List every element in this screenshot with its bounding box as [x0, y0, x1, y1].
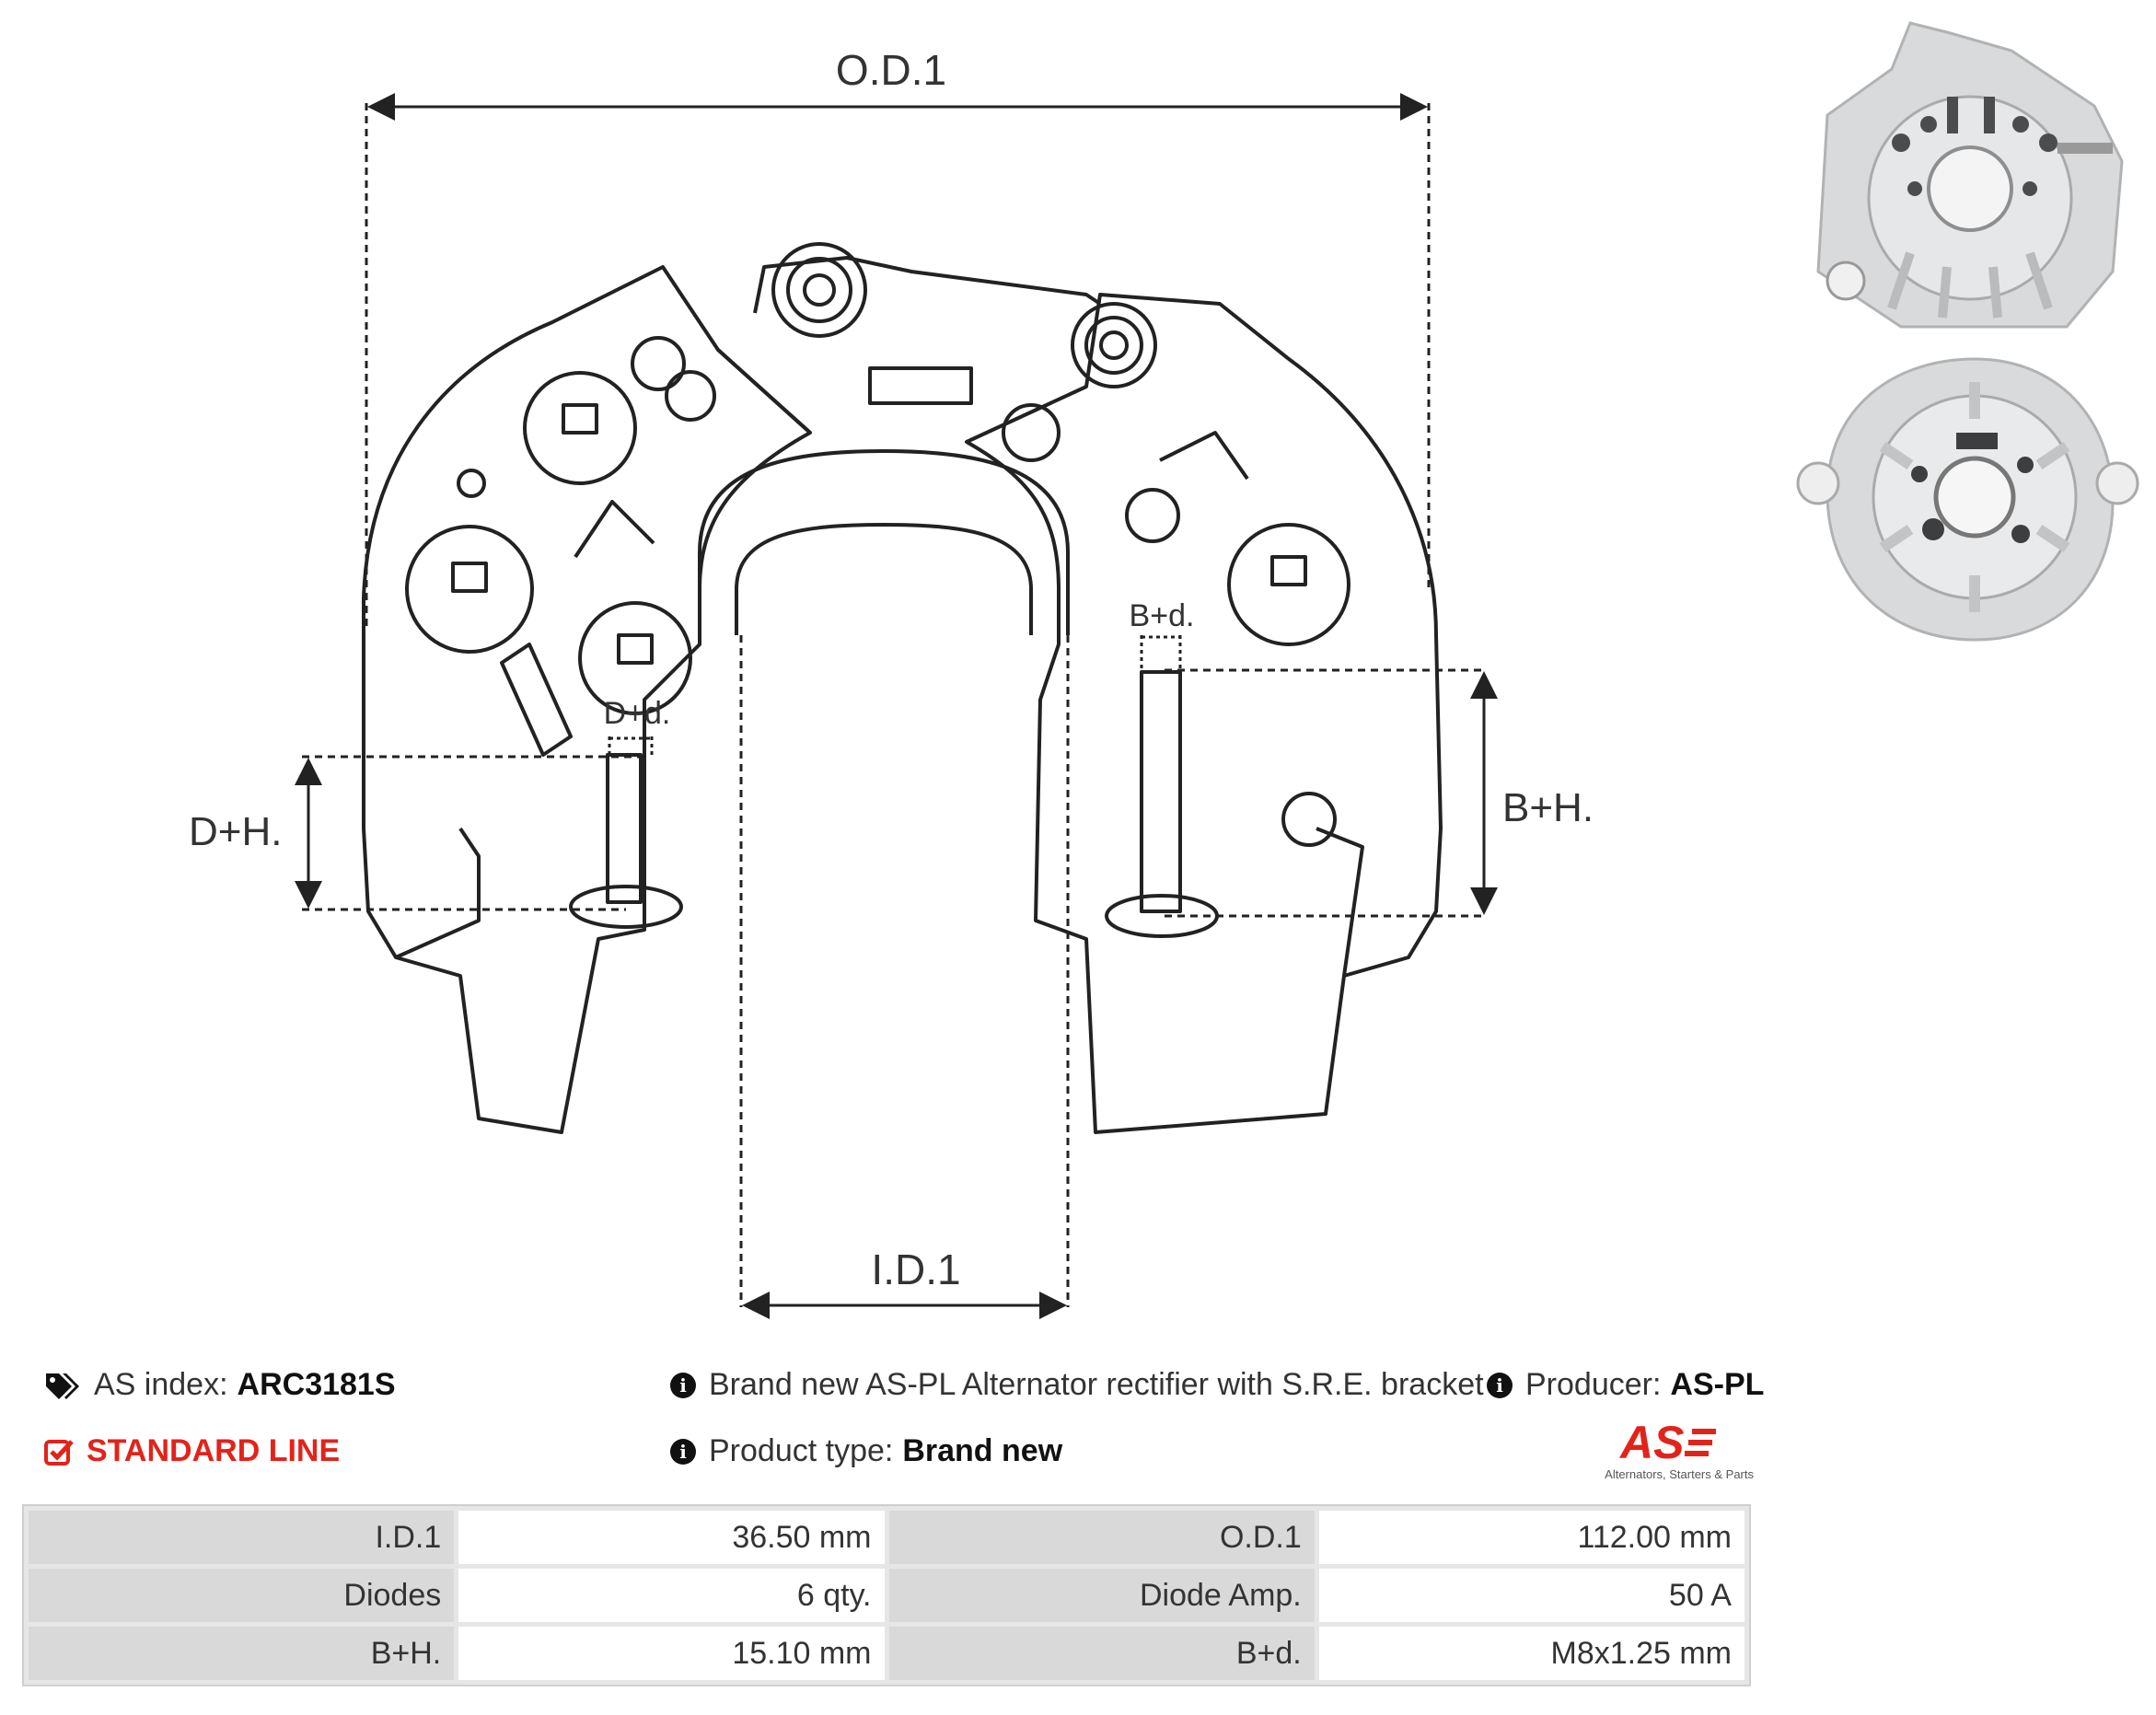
- spec-label: I.D.1: [29, 1511, 455, 1564]
- producer-value: AS-PL: [1670, 1367, 1765, 1402]
- spec-label: B+d.: [888, 1627, 1315, 1680]
- producer: i Producer: AS-PL: [1487, 1367, 1764, 1403]
- rectifier-outline-right: [965, 293, 1443, 1134]
- producer-label: Producer:: [1525, 1367, 1662, 1402]
- dh-label: D+H.: [189, 809, 282, 854]
- spec-value: 36.50 mm: [458, 1511, 885, 1564]
- bh-label: B+H.: [1502, 785, 1594, 830]
- spec-label: O.D.1: [888, 1511, 1315, 1564]
- info-circle-icon: i: [670, 1372, 696, 1398]
- spec-value: 50 A: [1318, 1569, 1745, 1622]
- logo-tagline: Alternators, Starters & Parts: [1605, 1467, 1754, 1481]
- center-bore: [698, 449, 1070, 635]
- standard-line: STANDARD LINE: [44, 1433, 340, 1469]
- spec-table: I.D.1 36.50 mm O.D.1 112.00 mm Diodes 6 …: [22, 1504, 1751, 1686]
- spec-label: B+H.: [29, 1627, 455, 1680]
- od-label: O.D.1: [836, 46, 946, 94]
- table-row: Diodes 6 qty. Diode Amp. 50 A: [29, 1569, 1745, 1622]
- product-type: i Product type: Brand new: [670, 1433, 1062, 1469]
- as-index-label: AS index:: [94, 1367, 228, 1402]
- as-pl-logo: AS Alternators, Starters & Parts: [1583, 1417, 1754, 1484]
- info-circle-icon: i: [670, 1438, 696, 1465]
- info-circle-icon: i: [1487, 1372, 1513, 1398]
- table-row: B+H. 15.10 mm B+d. M8x1.25 mm: [29, 1627, 1745, 1680]
- spec-value: 6 qty.: [458, 1569, 885, 1622]
- product-type-value: Brand new: [902, 1433, 1063, 1468]
- product-type-label: Product type:: [709, 1433, 894, 1468]
- svg-text:AS: AS: [1618, 1418, 1684, 1468]
- description: i Brand new AS-PL Alternator rectifier w…: [670, 1367, 1484, 1403]
- tags-icon: [46, 1373, 79, 1399]
- as-index-value: ARC3181S: [237, 1367, 396, 1402]
- spec-value: 15.10 mm: [458, 1627, 885, 1680]
- rectifier-outline: [362, 265, 812, 1134]
- bd-label: B+d.: [1130, 598, 1195, 633]
- standard-line-label: STANDARD LINE: [87, 1433, 341, 1468]
- spec-value: 112.00 mm: [1318, 1511, 1745, 1564]
- as-pl-logo-mark: AS: [1618, 1417, 1716, 1468]
- spec-label: Diodes: [29, 1569, 455, 1622]
- checkbox-checked-icon: [44, 1439, 74, 1466]
- spec-label: Diode Amp.: [888, 1569, 1315, 1622]
- as-index: AS index: ARC3181S: [44, 1367, 396, 1403]
- product-photo-back: [1816, 21, 2124, 329]
- spec-value: M8x1.25 mm: [1318, 1627, 1745, 1680]
- rectifier-dimension-diagram: O.D.1 I.D.1 D+H. D+d. B+H. B+d.: [189, 46, 1594, 1319]
- id-label: I.D.1: [871, 1246, 960, 1293]
- product-photo-front: [1796, 357, 2139, 642]
- dd-label: D+d.: [604, 696, 671, 731]
- table-row: I.D.1 36.50 mm O.D.1 112.00 mm: [29, 1511, 1745, 1564]
- description-text: Brand new AS-PL Alternator rectifier wit…: [709, 1367, 1484, 1402]
